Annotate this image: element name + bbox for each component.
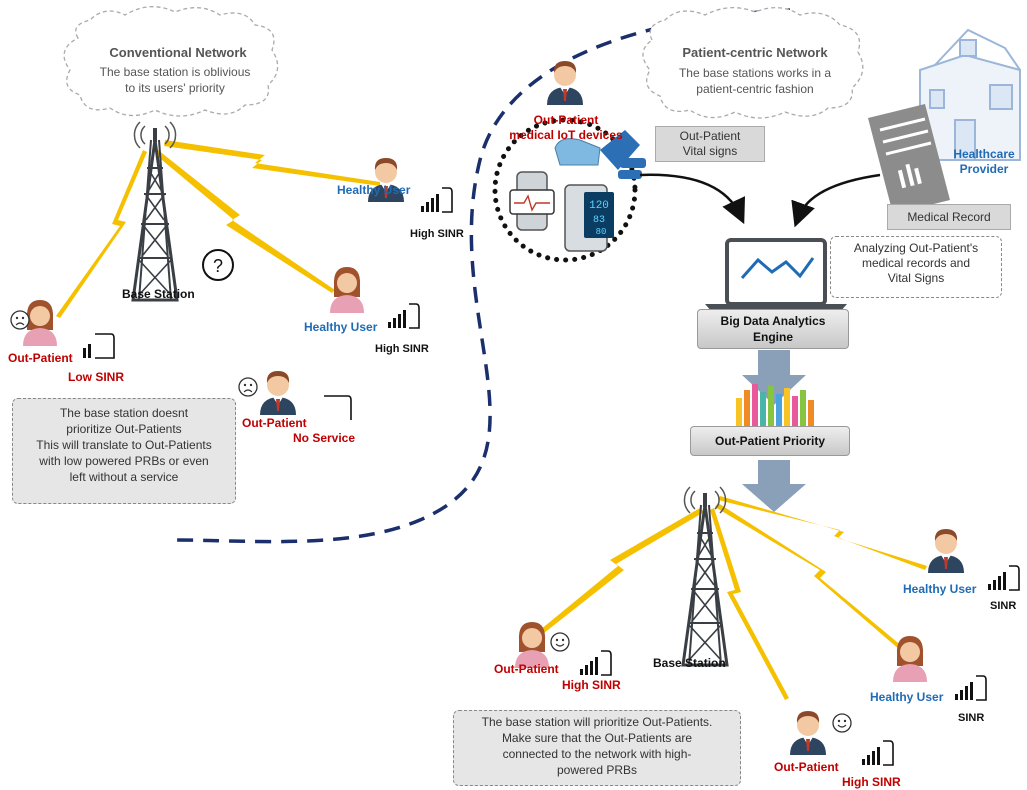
blood-pressure-cuff-icon xyxy=(554,130,646,179)
blood-pressure-monitor-icon xyxy=(564,184,614,252)
out-patient-label-left-1: Out-Patient xyxy=(8,351,73,365)
patient-centric-note: The base station will prioritize Out-Pat… xyxy=(453,710,741,786)
out-patient-avatar-left-2 xyxy=(260,371,296,415)
sinr-label-right-out-1: High SINR xyxy=(562,678,621,692)
patient-centric-text-line2: patient-centric fashion xyxy=(696,82,814,96)
bp-value-pulse: 80 xyxy=(596,227,607,237)
arrow-engine-to-priority xyxy=(742,350,806,405)
priority-bars-icon xyxy=(736,384,814,426)
out-patient-label-right-2: Out-Patient xyxy=(774,760,839,774)
conventional-text-line1: The base station is oblivious xyxy=(99,65,251,79)
smile-icon xyxy=(832,713,852,733)
analyzing-note: Analyzing Out-Patient's medical records … xyxy=(830,236,1002,298)
arrow-priority-to-station xyxy=(742,460,806,512)
out-patient-priority-box: Out-Patient Priority xyxy=(690,426,850,456)
out-patient-avatar-right-2 xyxy=(790,711,826,755)
base-station-label-right: Base Station xyxy=(653,656,726,670)
patient-centric-title: Patient-centric Network xyxy=(682,45,828,60)
conventional-title: Conventional Network xyxy=(109,45,247,60)
bp-value-systolic: 120 xyxy=(589,200,609,212)
network-divider-line xyxy=(174,8,791,544)
smartwatch-icon xyxy=(509,171,555,231)
signal-bars-right-2 xyxy=(954,675,987,701)
out-patient-label-right-1: Out-Patient xyxy=(494,662,559,676)
arrow-vitals-to-engine xyxy=(639,173,745,225)
iot-devices-label-line2: medical IoT devices xyxy=(509,128,623,142)
medical-record-box: Medical Record xyxy=(887,204,1011,230)
signal-bars-high-right-2 xyxy=(861,740,894,766)
patient-centric-text-line1: The base stations works in a xyxy=(678,66,832,80)
conventional-text-line2: to its users' priority xyxy=(125,81,225,95)
no-service-label: No Service xyxy=(293,431,356,445)
svg-text:?: ? xyxy=(213,256,223,276)
iot-devices-circle xyxy=(492,117,638,263)
iot-devices-label-line1: Out-Patient xyxy=(533,113,599,127)
healthcare-provider-line2: Provider xyxy=(959,162,1009,176)
laptop-analytics-icon xyxy=(705,238,847,312)
out-patient-label-left-2: Out-Patient xyxy=(242,416,307,430)
healthy-user-avatar-right-1 xyxy=(928,529,964,573)
sinr-label-low: Low SINR xyxy=(68,370,124,384)
arrow-record-to-engine xyxy=(791,173,881,228)
healthy-user-label-right-2: Healthy User xyxy=(870,690,944,704)
lightning-bolts-right xyxy=(540,496,927,700)
healthy-user-avatar-right-2 xyxy=(893,636,927,682)
conventional-note: The base station doesnt prioritize Out-P… xyxy=(12,398,236,504)
lightning-bolts-left xyxy=(56,140,380,318)
healthy-user-label-left-1: Healthy User xyxy=(337,183,411,197)
question-icon xyxy=(202,249,234,281)
frown-icon xyxy=(10,310,30,330)
big-data-engine-box: Big Data Analytics Engine xyxy=(697,309,849,349)
bp-value-diastolic: 83 xyxy=(593,215,605,226)
sinr-label-right-1: SINR xyxy=(990,600,1017,612)
signal-bars-high-right-1 xyxy=(579,650,612,676)
hospital-building-icon xyxy=(919,28,1021,161)
smile-icon xyxy=(550,632,570,652)
signal-bars-right-1 xyxy=(987,565,1020,591)
base-station-tower-right xyxy=(681,485,729,667)
signal-bars-high-left-2 xyxy=(387,303,420,329)
medical-record-icon xyxy=(868,104,950,214)
base-station-label-left: Base Station xyxy=(122,287,195,301)
sinr-label-left-1: High SINR xyxy=(410,228,464,240)
sinr-label-right-out-2: High SINR xyxy=(842,775,901,789)
sinr-label-left-2: High SINR xyxy=(375,343,429,355)
healthcare-provider-line1: Healthcare xyxy=(953,147,1015,161)
patient-centric-cloud xyxy=(642,7,864,119)
frown-icon xyxy=(238,377,258,397)
signal-bars-high-left-1 xyxy=(420,187,453,213)
conventional-cloud xyxy=(63,6,279,117)
healthy-user-avatar-left-2 xyxy=(330,267,364,313)
base-station-tower-left xyxy=(131,120,179,302)
healthy-user-label-left-2: Healthy User xyxy=(304,320,378,334)
healthy-user-label-right-1: Healthy User xyxy=(903,582,977,596)
signal-bars-low xyxy=(82,333,115,359)
signal-bars-none xyxy=(323,395,352,421)
vital-signs-box: Out-Patient Vital signs xyxy=(655,126,765,162)
sinr-label-right-2: SINR xyxy=(958,712,985,724)
